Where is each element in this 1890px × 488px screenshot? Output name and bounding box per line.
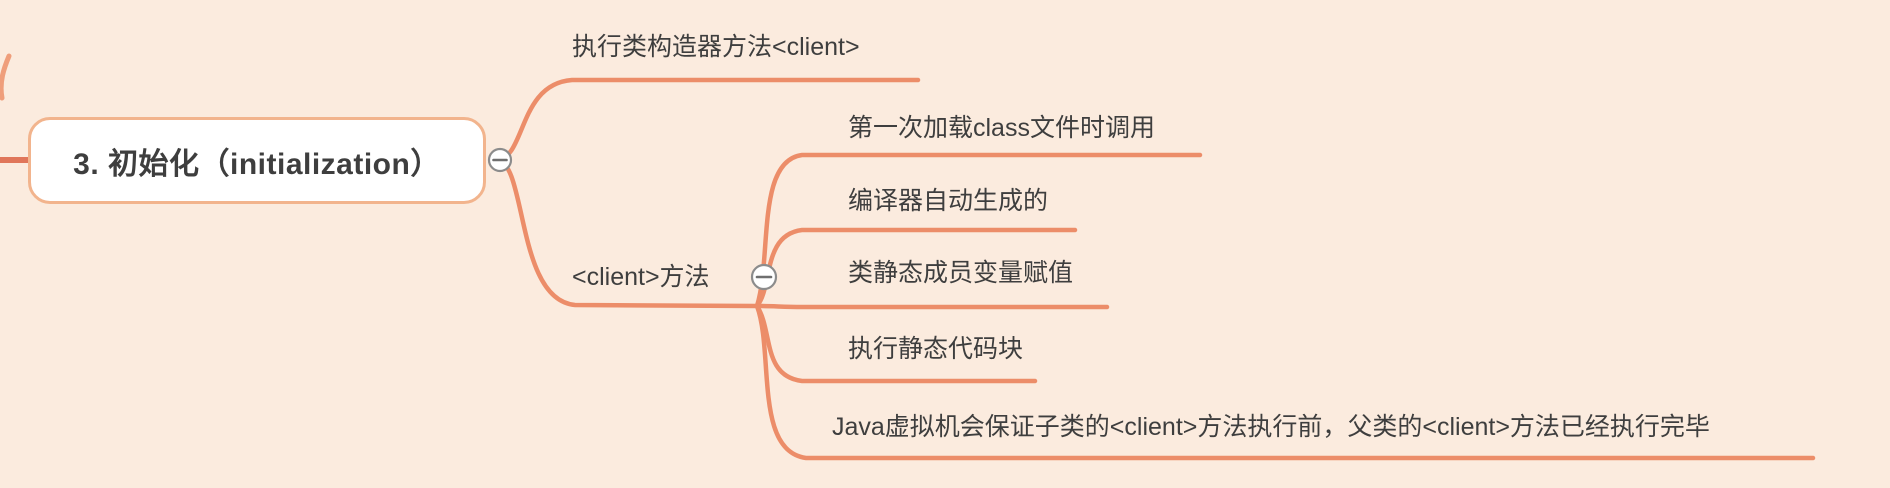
- child2-curve-underline: [754, 227, 1078, 309]
- topic-client-method[interactable]: <client>方法: [572, 263, 710, 291]
- topic-jvm-parent-guarantee[interactable]: Java虚拟机会保证子类的<client>方法执行前，父类的<client>方法…: [832, 413, 1710, 441]
- child3-curve-underline: [754, 303, 1110, 310]
- child5-curve-underline: [754, 303, 1816, 461]
- root-topic[interactable]: 3. 初始化（initialization）: [28, 117, 486, 204]
- root-topic-label: 3. 初始化（initialization）: [73, 147, 441, 181]
- topic-static-member-assignment[interactable]: 类静态成员变量赋值: [848, 259, 1074, 287]
- topic-class-constructor[interactable]: 执行类构造器方法<client>: [572, 33, 860, 61]
- topic-static-block-execution[interactable]: 执行静态代码块: [848, 335, 1024, 363]
- topic-compiler-generated[interactable]: 编译器自动生成的: [848, 187, 1049, 215]
- client-method-collapse-button[interactable]: [750, 263, 778, 291]
- topic-first-class-load[interactable]: 第一次加载class文件时调用: [848, 114, 1155, 142]
- root-collapse-button[interactable]: [487, 147, 513, 173]
- clipped-branch-stub: [0, 53, 12, 101]
